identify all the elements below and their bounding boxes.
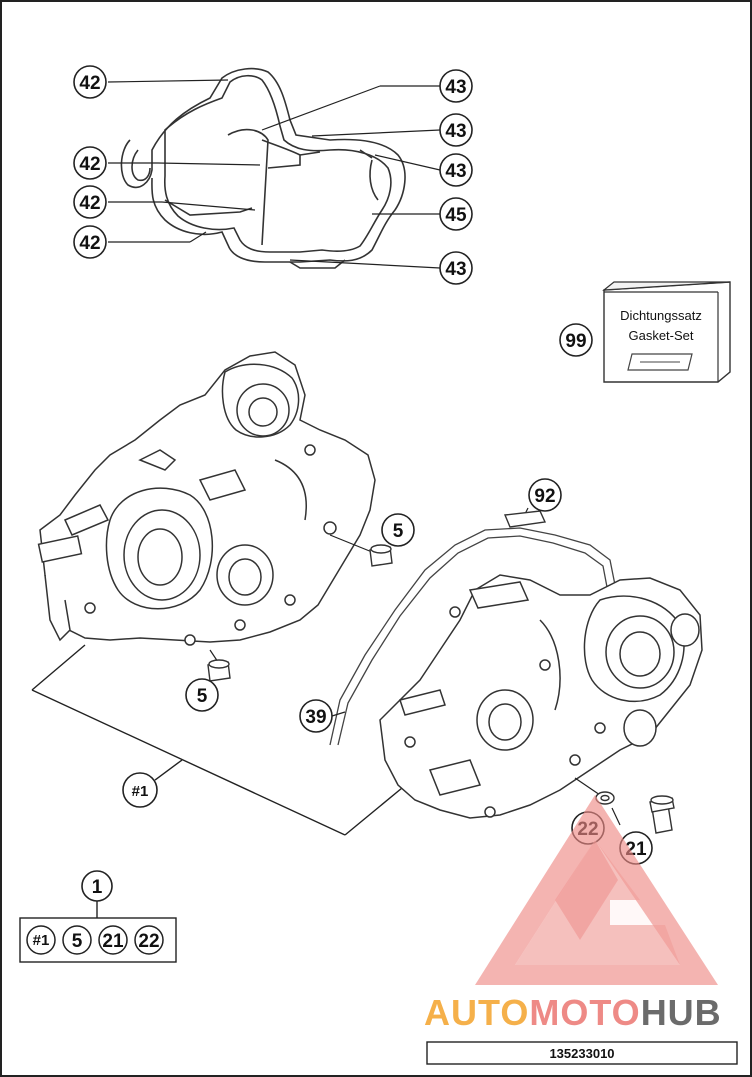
drain-plug-21 — [649, 795, 675, 834]
callout-43-d: 43 — [439, 251, 473, 285]
washer-22 — [595, 791, 615, 805]
footer-code-box: 135233010 — [426, 1041, 738, 1065]
kit-item-2: 5 — [62, 925, 92, 955]
callout-42-b-label: 42 — [79, 154, 100, 175]
ktm-logo — [627, 353, 693, 371]
callout-43-c-label: 43 — [445, 161, 466, 182]
gasket-leader-lines — [107, 79, 441, 269]
kit-contents-box: #1 5 21 22 — [19, 917, 177, 963]
kit-callout: 1 — [81, 870, 113, 918]
kit-item-4-label: 22 — [138, 931, 159, 952]
gasket-kit-line2: Gasket-Set — [628, 328, 693, 343]
callout-43-b-label: 43 — [445, 121, 466, 142]
kit-item-4: 22 — [134, 925, 164, 955]
callout-92: 92 — [528, 478, 562, 512]
callout-43-d-label: 43 — [445, 259, 466, 280]
kit-callout-label: 1 — [92, 877, 103, 898]
footer-code: 135233010 — [549, 1046, 614, 1061]
callout-5-lower-label: 5 — [197, 686, 208, 707]
dowel-pin-lower — [207, 659, 231, 682]
callout-5-upper-label: 5 — [393, 521, 404, 542]
callout-assembly-1: #1 — [122, 772, 158, 808]
kit-item-3: 21 — [98, 925, 128, 955]
svg-text:AUTOMOTOHUB: AUTOMOTOHUB — [424, 992, 722, 1033]
kit-item-1: #1 — [26, 925, 56, 955]
callout-assembly-1-label: #1 — [132, 783, 149, 800]
callout-5-upper: 5 — [381, 513, 415, 547]
watermark-part-b: MOTO — [529, 992, 640, 1033]
shim-92 — [503, 510, 547, 528]
crankcase-gasket — [120, 67, 406, 269]
watermark-part-c: HUB — [641, 992, 722, 1033]
callout-42-c: 42 — [73, 185, 107, 219]
watermark-logo — [475, 795, 718, 985]
callout-99: 99 — [559, 323, 593, 357]
callout-42-a-label: 42 — [79, 73, 100, 94]
left-crankcase-half — [37, 351, 376, 646]
right-crankcase-half — [379, 574, 703, 819]
assembly-bracket — [31, 644, 403, 836]
callout-42-d-label: 42 — [79, 233, 100, 254]
callout-43-a: 43 — [439, 69, 473, 103]
callout-43-a-label: 43 — [445, 77, 466, 98]
callout-42-a: 42 — [73, 65, 107, 99]
callout-45: 45 — [439, 197, 473, 231]
callout-92-label: 92 — [534, 486, 555, 507]
watermark-part-a: AUTO — [424, 992, 529, 1033]
dowel-pin-upper — [369, 544, 393, 567]
callout-99-label: 99 — [565, 331, 586, 352]
right-case-leader-lines — [331, 507, 621, 826]
callout-42-c-label: 42 — [79, 193, 100, 214]
watermark-text: AUTOMOTOHUB — [424, 992, 722, 1033]
kit-item-3-label: 21 — [102, 931, 124, 952]
callout-5-lower: 5 — [185, 678, 219, 712]
callout-39: 39 — [299, 699, 333, 733]
kit-item-1-label: #1 — [33, 932, 50, 949]
callout-43-b: 43 — [439, 113, 473, 147]
kit-item-2-label: 5 — [72, 931, 83, 952]
callout-39-label: 39 — [305, 707, 326, 728]
callout-42-b: 42 — [73, 146, 107, 180]
gasket-kit-box: Dichtungssatz Gasket-Set — [602, 281, 731, 383]
gasket-kit-line1: Dichtungssatz — [620, 308, 702, 323]
callout-43-c: 43 — [439, 153, 473, 187]
callout-42-d: 42 — [73, 225, 107, 259]
callout-45-label: 45 — [445, 205, 467, 226]
